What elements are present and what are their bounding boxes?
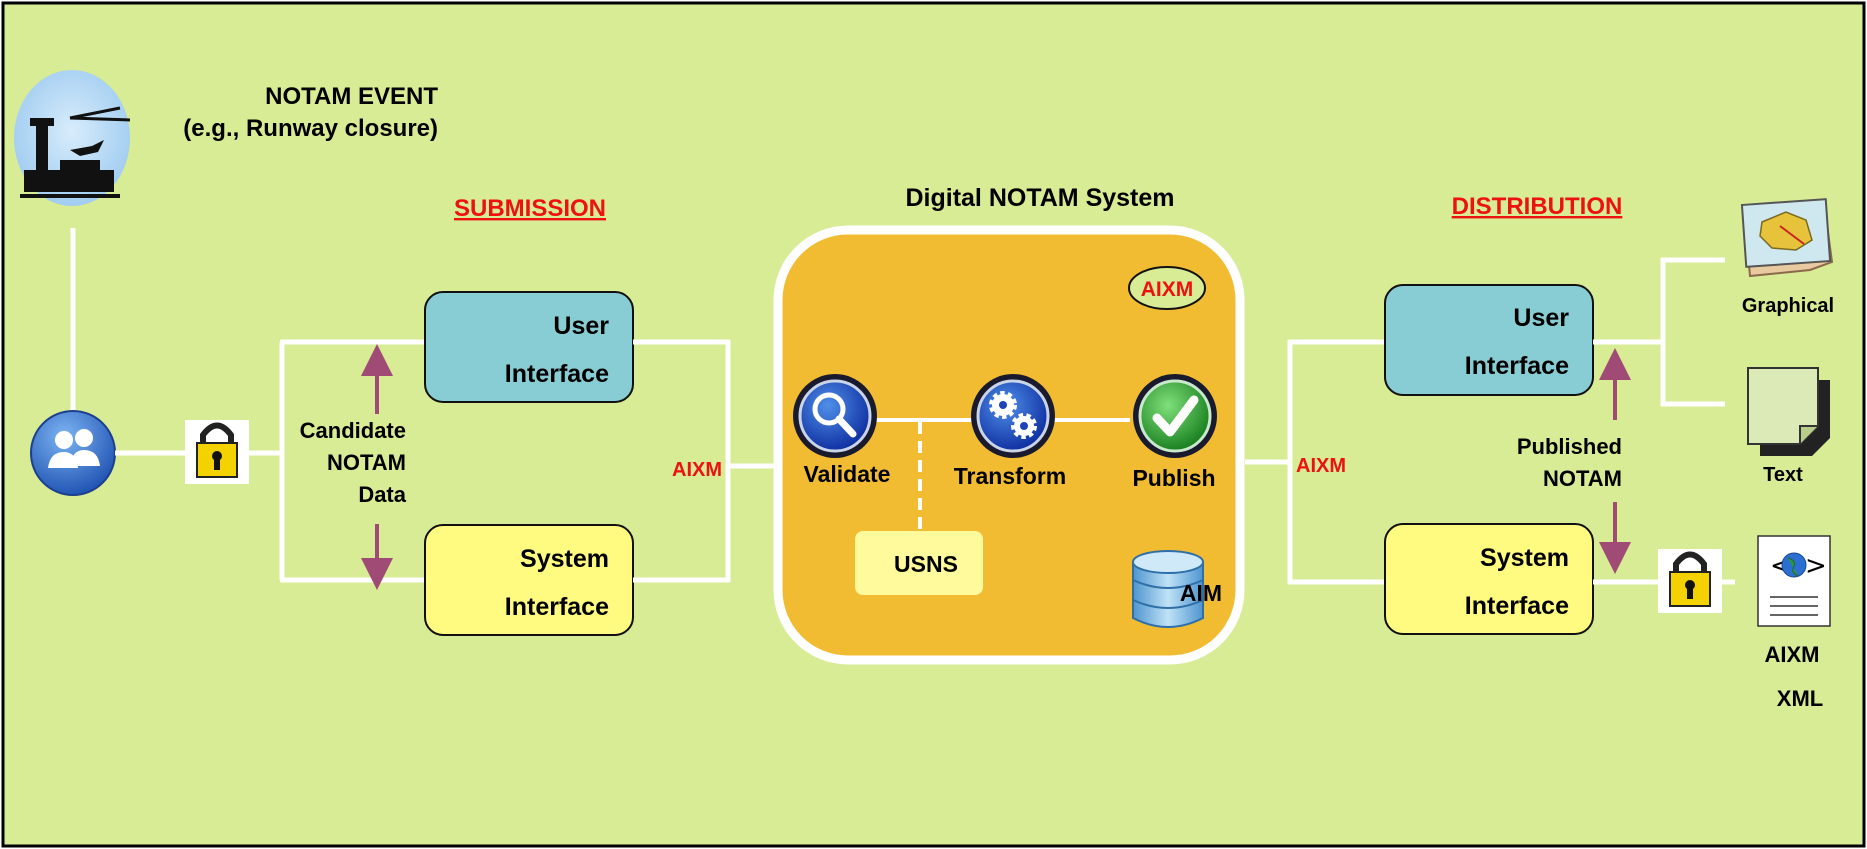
submission-ui-label-1: User [553,312,609,340]
distribution-data-label-1: Published [1517,434,1622,459]
users-icon [30,410,116,496]
distribution-input-bracket [1245,339,1385,585]
submission-system-interface: System Interface [424,524,634,636]
submission-output-bracket [633,339,778,583]
submission-data-label-1: Candidate [300,418,406,443]
submission-si-label-2: Interface [505,593,609,621]
distribution-data-label-2: NOTAM [1543,466,1622,491]
svg-text:>: > [1805,551,1827,581]
step-label-publish: Publish [1132,465,1215,491]
submission-si-label-1: System [520,545,609,573]
publish-icon [1133,374,1217,458]
output-text-label: Text [1763,464,1803,486]
map-icon [1740,198,1834,278]
transform-icon [971,374,1055,458]
event-example: (e.g., Runway closure) [183,115,438,142]
submission-bracket [279,339,425,583]
submission-format-label: AIXM [672,459,722,481]
padlock-icon-submission [185,420,249,484]
step-label-validate: Validate [804,461,891,487]
system-title: Digital NOTAM System [905,184,1174,212]
output-graphical-label: Graphical [1742,295,1834,317]
usns-box: USNS [855,531,983,595]
submission-user-interface: User Interface [424,291,634,403]
distribution-si-label-2: Interface [1465,592,1569,620]
system-format-badge: AIXM [1128,266,1206,310]
text-document-icon [1747,367,1830,456]
distribution-system-interface: System Interface [1384,523,1594,635]
output-xml-label-2: XML [1777,686,1823,711]
distribution-si-label-1: System [1480,544,1569,572]
submission-data-label-2: NOTAM [327,450,406,475]
event-title: NOTAM EVENT [265,83,438,110]
aim-label: AIM [1180,580,1222,606]
distribution-ui-label-2: Interface [1465,352,1569,380]
usns-label: USNS [894,551,958,577]
step-label-transform: Transform [954,463,1066,489]
airport-tower-icon [14,70,131,206]
padlock-icon-distribution [1658,549,1722,613]
submission-ui-label-2: Interface [505,360,609,388]
distribution-user-interface: User Interface [1384,284,1594,396]
submission-data-label-3: Data [358,482,406,507]
distribution-format-label: AIXM [1296,455,1346,477]
system-format-badge-label: AIXM [1141,278,1194,301]
user-output-bracket [1593,257,1725,407]
distribution-ui-label-1: User [1513,304,1569,332]
distribution-heading: DISTRIBUTION [1452,193,1623,220]
submission-heading: SUBMISSION [454,195,606,222]
xml-document-icon: < > [1757,535,1831,627]
aim-database-icon [1132,550,1204,628]
validate-icon [793,374,877,458]
output-xml-label-1: AIXM [1765,642,1820,667]
